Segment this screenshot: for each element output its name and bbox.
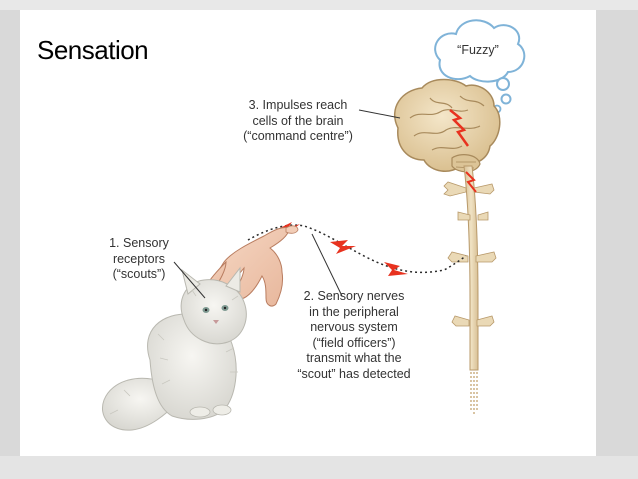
thought-bubble-text: “Fuzzy” bbox=[457, 43, 499, 57]
top-band bbox=[0, 0, 638, 10]
leader-lines bbox=[173, 109, 401, 299]
cat bbox=[102, 266, 247, 431]
brain bbox=[393, 78, 501, 173]
label-3-line: cells of the brain bbox=[252, 113, 344, 128]
slide-title: Sensation bbox=[37, 35, 149, 65]
label-2-line: (“field officers”) bbox=[312, 335, 396, 350]
label-1-line: (“scouts”) bbox=[112, 267, 166, 281]
label-2-line: 2. Sensory nerves bbox=[303, 289, 405, 303]
leader-line-1 bbox=[173, 261, 206, 299]
label-2-line: transmit what the bbox=[306, 351, 402, 365]
label-3-line: 3. Impulses reach bbox=[248, 98, 348, 112]
label-brain-impulses: 3. Impulses reach cells of the brain (“c… bbox=[238, 98, 358, 145]
brain-impulse bbox=[449, 109, 477, 193]
sensory-nerve-path bbox=[247, 224, 467, 274]
spinal-cord bbox=[443, 165, 497, 414]
label-1-line: 1. Sensory bbox=[109, 236, 169, 250]
label-sensory-receptors: 1. Sensory receptors (“scouts”) bbox=[103, 236, 175, 283]
label-2-line: nervous system bbox=[310, 320, 398, 334]
label-sensory-nerves: 2. Sensory nerves in the peripheral nerv… bbox=[289, 289, 419, 382]
label-1-line: receptors bbox=[112, 251, 166, 266]
leader-line-3 bbox=[358, 109, 401, 119]
leader-line-2 bbox=[311, 233, 343, 297]
thought-cloud bbox=[434, 19, 526, 120]
label-2-line: “scout” has detected bbox=[297, 366, 411, 381]
bottom-band bbox=[0, 456, 638, 479]
label-2-line: in the peripheral bbox=[309, 304, 399, 319]
label-3-line: (“command centre”) bbox=[243, 129, 353, 143]
